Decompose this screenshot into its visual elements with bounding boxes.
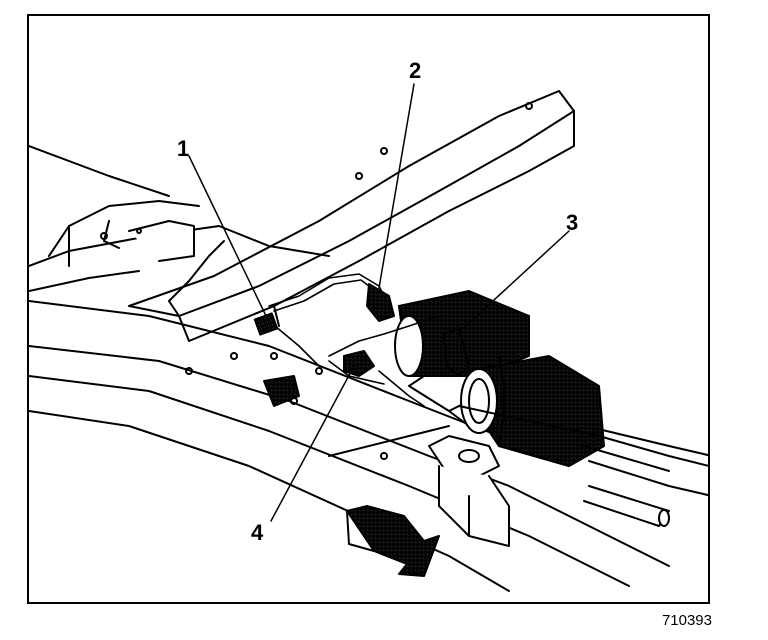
leader-1: [188, 155, 268, 319]
leader-lines: [188, 83, 570, 522]
tailpipe: [583, 485, 670, 527]
upper-frame-rail: [128, 90, 575, 342]
callout-3: 3: [566, 210, 579, 235]
left-frame-rail: [29, 145, 330, 292]
connector-4: [343, 350, 375, 377]
main-frame-rail: [29, 300, 670, 592]
connector-1: [253, 312, 279, 336]
catalytic-converter: [394, 290, 530, 377]
leader-3: [456, 230, 570, 335]
callout-2: 2: [409, 58, 422, 83]
leader-4: [270, 365, 355, 522]
connector-3: [443, 327, 470, 377]
harness-clip: [263, 375, 300, 407]
connector-2: [366, 283, 395, 322]
diagram-frame: 1 2 3 4: [27, 14, 710, 604]
muffler: [458, 355, 708, 497]
figure-id: 710393: [661, 612, 712, 629]
callout-4: 4: [251, 520, 264, 545]
forward-arrow-icon: [346, 505, 440, 577]
sensor-wiring: [268, 273, 455, 407]
leader-2: [378, 83, 415, 289]
exhaust-system-illustration: [29, 83, 708, 592]
callout-1: 1: [177, 136, 190, 161]
exhaust-hanger: [428, 435, 510, 547]
